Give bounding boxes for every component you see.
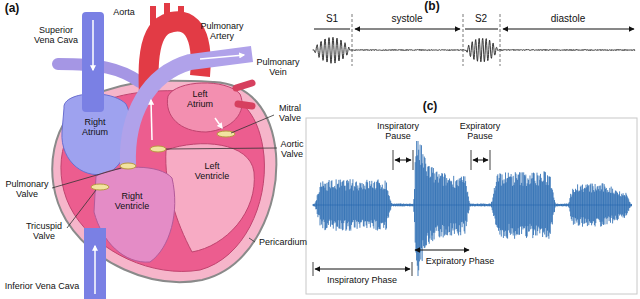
part-label: Tricuspid Valve (22, 222, 66, 241)
phase-marker (413, 150, 414, 170)
flow-arrow (215, 118, 222, 128)
leader-line (231, 115, 274, 133)
leader-line (52, 168, 121, 188)
panel-label: (a) (5, 2, 20, 15)
span-arrow (315, 269, 410, 270)
phase-marker (490, 150, 491, 170)
leader-line (249, 238, 255, 242)
part-label: Right Ventricle (110, 192, 154, 211)
phase-divider (352, 14, 353, 66)
flow-arrow (151, 100, 152, 140)
leader-line (67, 190, 96, 228)
part-label: Right Atrium (79, 118, 111, 137)
phase-divider (463, 14, 464, 66)
heart-sound-frame (313, 14, 635, 66)
pulmonary-vein-vessel (238, 104, 252, 106)
phase-label: Inspiratory Pause (373, 122, 423, 141)
left-ventricle-chamber (166, 144, 255, 252)
span-arrow (355, 29, 460, 30)
part-label: Pulmonary Valve (3, 180, 51, 199)
breath-sound-waveform (313, 129, 632, 276)
phase-label: systole (391, 14, 422, 25)
phase-label: Expiratory Pause (455, 122, 505, 141)
flow-arrow (92, 20, 94, 70)
span-arrow (503, 29, 634, 30)
breath-sound-baseline (313, 205, 632, 206)
part-label: Aorta (113, 8, 135, 18)
flow-arrow (94, 246, 96, 294)
panel-label: (c) (423, 100, 438, 113)
tricuspid-valve-shape (91, 184, 109, 190)
sound-label: S2 (475, 14, 487, 25)
phase-label: diastole (551, 14, 585, 25)
aortic-branch (178, 6, 184, 28)
span-arrow (473, 160, 488, 161)
span-arrow (415, 250, 469, 251)
phase-marker (313, 262, 314, 276)
breath-sound-frame (306, 118, 637, 294)
superior-vena-cava-vessel (82, 12, 104, 112)
phase-divider (500, 14, 501, 66)
span-line (314, 29, 350, 30)
phase-label: Inspiratory Phase (327, 276, 397, 286)
part-label: Pericardium (259, 238, 307, 248)
phase-label: Expiratory Phase (425, 257, 496, 267)
heart-sound-waveform (313, 37, 635, 63)
phase-marker (393, 150, 394, 170)
span-line (465, 29, 498, 30)
part-label: Inferior Vena Cava (5, 282, 80, 292)
inferior-vena-cava-vessel (84, 228, 106, 299)
mitral-valve-shape (217, 131, 235, 137)
panel-label: (b) (424, 0, 439, 13)
aortic-branch (164, 3, 170, 25)
part-label: Pulmonary Vein (254, 58, 302, 77)
aortic-valve-shape (150, 146, 166, 152)
leader-line (166, 148, 277, 149)
part-label: Left Atrium (184, 90, 216, 109)
part-label: Aortic Valve (275, 140, 309, 159)
aortic-branch (150, 6, 156, 28)
right-ventricle-chamber (94, 167, 175, 262)
span-arrow (395, 160, 411, 161)
part-label: Mitral Valve (273, 104, 307, 123)
part-label: Superior Vena Cava (33, 26, 79, 45)
left-atrium-chamber (167, 83, 242, 132)
part-label: Left Ventricle (190, 162, 234, 181)
sound-label: S1 (326, 14, 338, 25)
plot-frame (306, 118, 637, 294)
pulmonary-vein-vessel (236, 83, 252, 88)
flow-arrow (200, 55, 244, 59)
phase-marker (412, 262, 413, 276)
breath-sound-trace (313, 129, 632, 276)
heart-illustration (52, 3, 277, 299)
heart-sound-trace (313, 37, 635, 63)
phase-marker (471, 150, 472, 170)
part-label: Pulmonary Artery (198, 22, 246, 41)
pulmonary-valve-shape (120, 163, 136, 169)
